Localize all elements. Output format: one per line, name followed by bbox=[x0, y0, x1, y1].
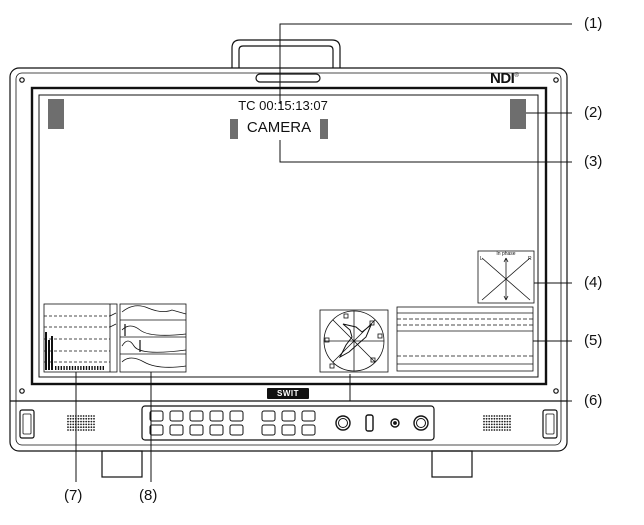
right-side-slot bbox=[542, 409, 558, 439]
screw-top-left bbox=[19, 77, 25, 83]
carry-handle bbox=[231, 39, 341, 68]
level-bar-3 bbox=[51, 336, 53, 370]
callout-2: (2) bbox=[584, 104, 603, 121]
front-button-5[interactable] bbox=[229, 410, 244, 422]
usb-port[interactable] bbox=[365, 414, 374, 432]
left-foot bbox=[101, 450, 143, 478]
left-speaker-grille bbox=[67, 415, 95, 431]
scale-tick bbox=[71, 366, 74, 370]
front-button-6[interactable] bbox=[261, 410, 276, 422]
scale-tick bbox=[66, 366, 68, 370]
front-logo: SWIT bbox=[277, 389, 299, 398]
screen bbox=[38, 94, 539, 378]
ndi-logo-mark: ® bbox=[514, 73, 519, 79]
level-bars bbox=[45, 332, 104, 370]
sensor-dot bbox=[390, 418, 400, 428]
front-button-4[interactable] bbox=[209, 410, 224, 422]
waveform-panel bbox=[119, 303, 187, 373]
left-side-slot bbox=[19, 409, 35, 439]
screw-bottom-right bbox=[553, 388, 559, 394]
scale-tick bbox=[83, 366, 85, 370]
tally-right bbox=[510, 99, 526, 129]
tally-left bbox=[48, 99, 64, 129]
front-button-9[interactable] bbox=[149, 424, 164, 436]
control-panel bbox=[141, 405, 435, 441]
timecode: TC 00:15:13:07 bbox=[238, 98, 328, 113]
scale-tick bbox=[91, 366, 93, 370]
callout-5: (5) bbox=[584, 332, 603, 349]
scale-tick bbox=[80, 366, 82, 370]
scale-tick bbox=[97, 366, 99, 370]
housing-inner-edge bbox=[15, 72, 562, 446]
scale-tick bbox=[55, 366, 57, 370]
right-foot bbox=[431, 450, 473, 478]
front-button-1[interactable] bbox=[149, 410, 164, 422]
front-buttons bbox=[149, 410, 316, 436]
knob-right[interactable] bbox=[413, 415, 429, 431]
leader-3 bbox=[279, 140, 572, 163]
scale-tick bbox=[74, 366, 76, 370]
scale-tick bbox=[57, 366, 60, 370]
front-logo-badge bbox=[267, 388, 309, 399]
front-button-3[interactable] bbox=[189, 410, 204, 422]
screen-bezel bbox=[30, 86, 548, 386]
carry-handle-inner bbox=[238, 45, 334, 68]
callout-8: (8) bbox=[139, 487, 158, 504]
front-button-7[interactable] bbox=[281, 410, 296, 422]
ndi-logo: NDI® bbox=[490, 70, 519, 87]
histogram-panel bbox=[43, 303, 118, 373]
vectorscope bbox=[319, 309, 389, 373]
top-slot bbox=[255, 73, 321, 83]
front-button-13[interactable] bbox=[229, 424, 244, 436]
phase-left-label: L bbox=[480, 256, 483, 262]
phase-right-label: R bbox=[528, 256, 532, 262]
source-label: CAMERA bbox=[246, 119, 312, 136]
knob-large[interactable] bbox=[335, 415, 351, 431]
front-button-15[interactable] bbox=[281, 424, 296, 436]
callout-1: (1) bbox=[584, 15, 603, 32]
monitor-housing bbox=[9, 67, 568, 452]
scale-tick bbox=[77, 366, 79, 370]
front-button-8[interactable] bbox=[301, 410, 316, 422]
scale-tick bbox=[99, 366, 102, 370]
scale-tick bbox=[94, 366, 96, 370]
front-button-14[interactable] bbox=[261, 424, 276, 436]
phase-title: In phase bbox=[496, 251, 516, 257]
scale-tick bbox=[69, 366, 71, 370]
screw-bottom-left bbox=[19, 388, 25, 394]
audio-meter-panel bbox=[396, 306, 534, 372]
scale-tick bbox=[88, 366, 90, 370]
camera-bracket-left bbox=[230, 119, 238, 139]
leader-1 bbox=[279, 23, 572, 104]
leader-6 bbox=[349, 374, 572, 402]
front-button-10[interactable] bbox=[169, 424, 184, 436]
screw-top-right bbox=[553, 77, 559, 83]
level-bar-1 bbox=[45, 332, 47, 370]
audio-phase-meter bbox=[477, 250, 535, 304]
camera-bracket-right bbox=[320, 119, 328, 139]
callout-7: (7) bbox=[64, 487, 83, 504]
scale-tick bbox=[85, 366, 88, 370]
scale-tick bbox=[60, 366, 62, 370]
scale-tick bbox=[102, 366, 104, 370]
front-button-2[interactable] bbox=[169, 410, 184, 422]
callout-3: (3) bbox=[584, 153, 603, 170]
scale-tick bbox=[63, 366, 65, 370]
callout-6: (6) bbox=[584, 392, 603, 409]
right-speaker-grille bbox=[483, 415, 511, 431]
front-button-16[interactable] bbox=[301, 424, 316, 436]
front-button-11[interactable] bbox=[189, 424, 204, 436]
level-bar-2 bbox=[48, 340, 50, 370]
callout-4: (4) bbox=[584, 274, 603, 291]
front-button-12[interactable] bbox=[209, 424, 224, 436]
ndi-logo-text: NDI bbox=[490, 70, 515, 87]
